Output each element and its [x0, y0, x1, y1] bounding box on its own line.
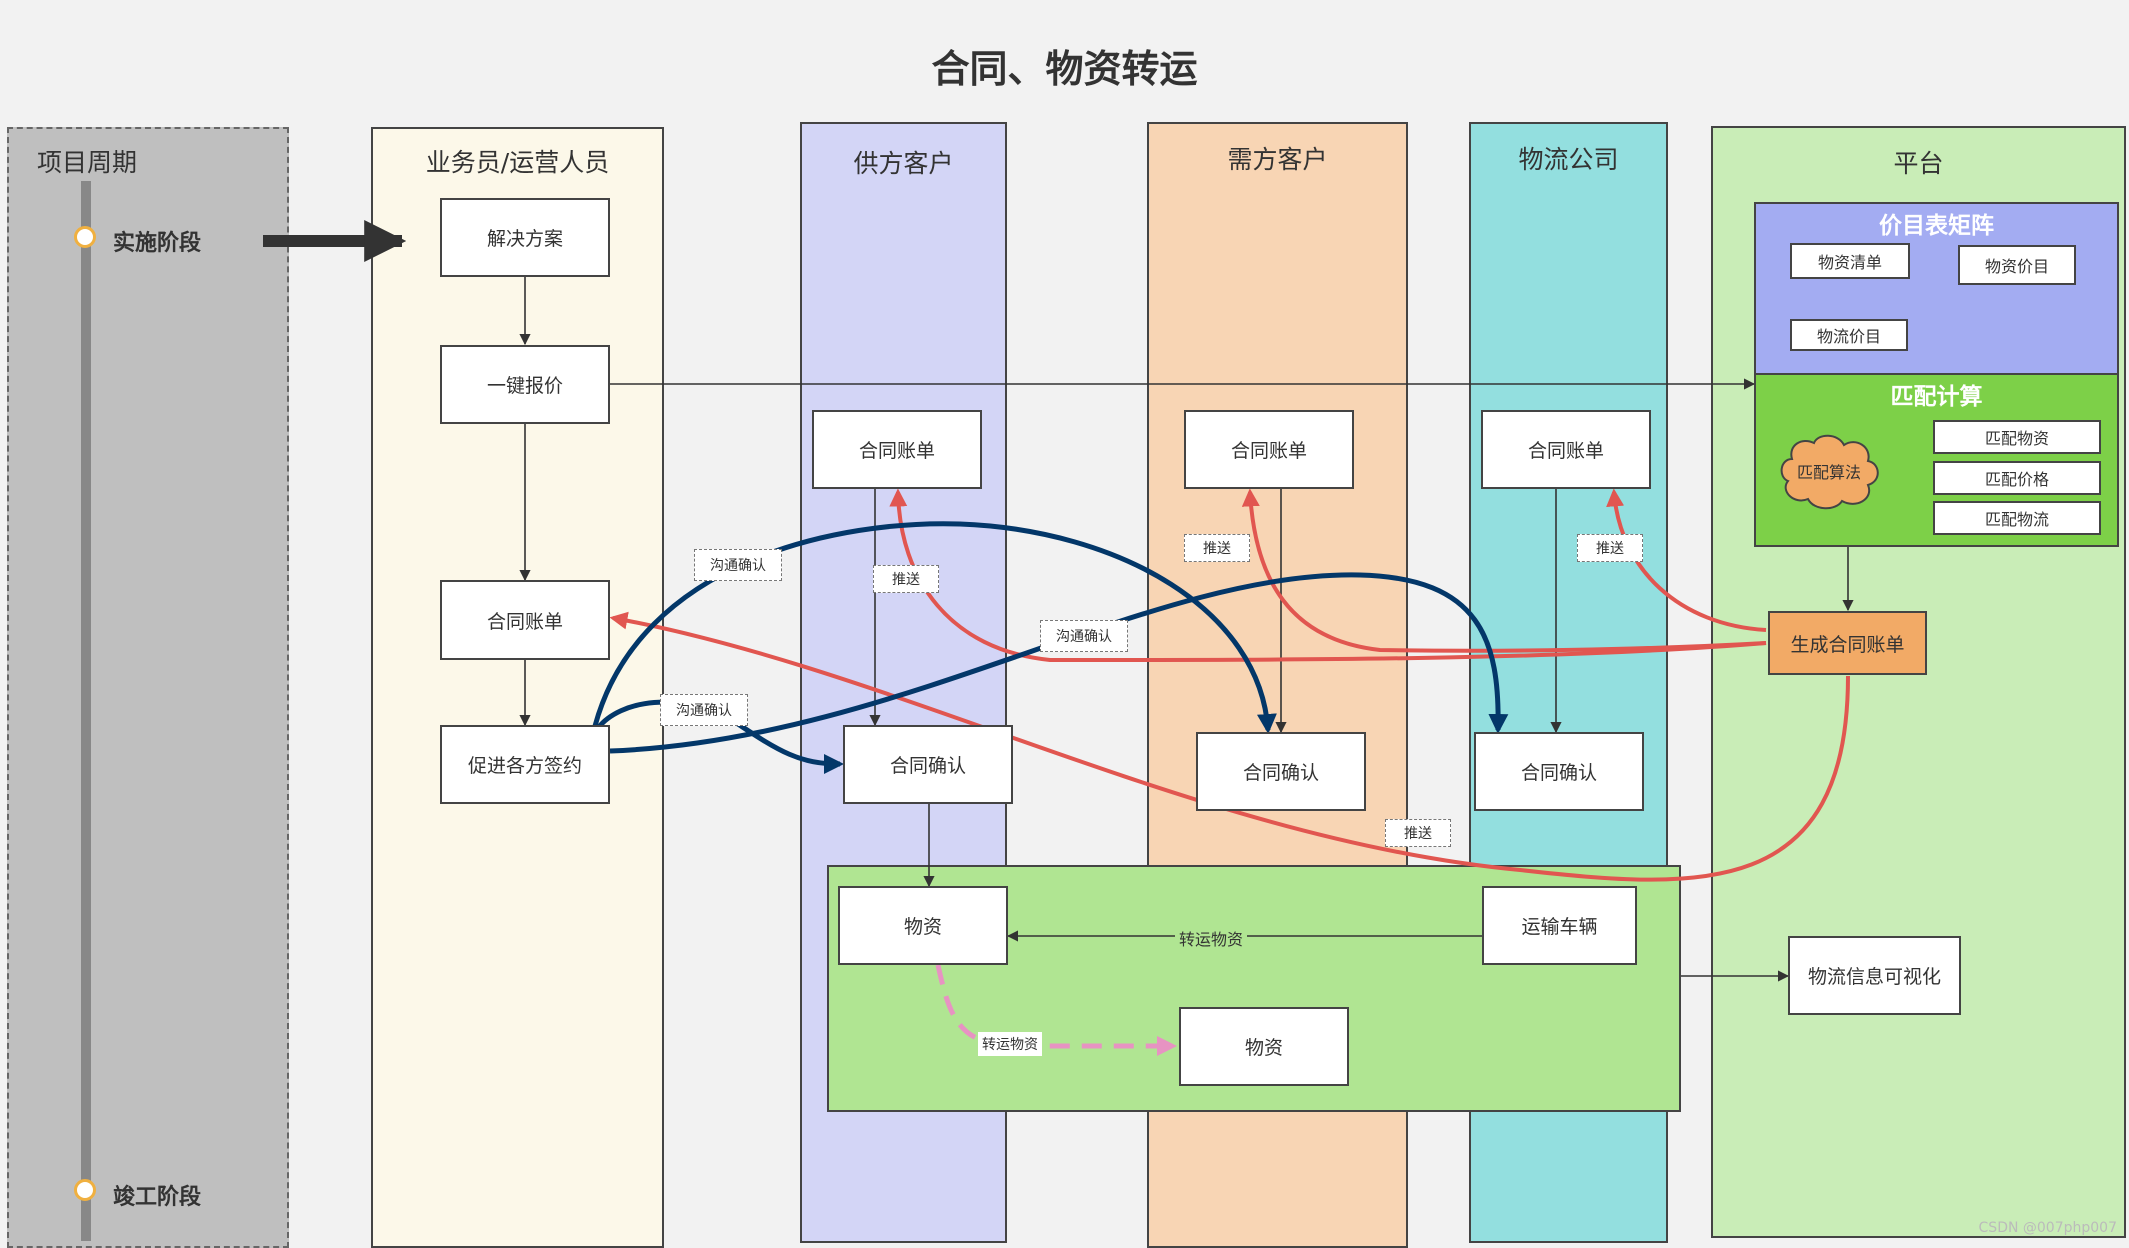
- solution-node: 解决方案: [440, 198, 610, 277]
- push-arrow-to-buyer: [1241, 488, 1767, 653]
- push-label-supplier: 推送: [873, 565, 939, 593]
- push-label-buyer: 推送: [1184, 534, 1250, 562]
- supplier-contract-confirm-node: 合同确认: [843, 725, 1013, 804]
- lifecycle-panel: 项目周期 实施阶段 竣工阶段: [7, 127, 289, 1248]
- push-arrow-to-sales: [609, 611, 1850, 882]
- communicate-arrow-to-logistics: [609, 572, 1509, 754]
- logistics-contract-confirm-node: 合同确认: [1474, 732, 1644, 811]
- material-list-box: 物资清单: [1790, 243, 1910, 279]
- price-matrix-panel: 价目表矩阵 物资清单 物资价目 物流价目: [1754, 202, 2119, 375]
- goods-node-1: 物资: [838, 886, 1008, 965]
- buyer-contract-confirm-node: 合同确认: [1196, 732, 1366, 811]
- logistics-contract-bill-node: 合同账单: [1481, 410, 1651, 489]
- transfer-goods-label-2: 转运物资: [978, 1032, 1042, 1056]
- supplier-contract-bill-node: 合同账单: [812, 410, 982, 489]
- watermark: CSDN @007php007: [1978, 1220, 2117, 1236]
- transfer-goods-label-1: 转运物资: [1175, 926, 1247, 950]
- lane-buyer-title: 需方客户: [1227, 145, 1328, 174]
- lane-salesperson-title: 业务员/运营人员: [425, 148, 610, 177]
- push-label-logistics: 推送: [1577, 534, 1643, 562]
- lane-logistics-title: 物流公司: [1518, 145, 1619, 174]
- price-matrix-title: 价目表矩阵: [1879, 213, 1994, 239]
- communicate-label-2: 沟通确认: [1040, 620, 1128, 652]
- lane-platform-title: 平台: [1893, 149, 1944, 178]
- match-material-box: 匹配物资: [1933, 420, 2101, 454]
- communicate-label-1: 沟通确认: [694, 549, 782, 581]
- match-price-box: 匹配价格: [1933, 461, 2101, 495]
- lane-supplier-title: 供方客户: [853, 149, 954, 178]
- communicate-arrow-to-buyer: [592, 521, 1277, 734]
- transport-vehicle-node: 运输车辆: [1482, 886, 1637, 965]
- phase-end-marker: [74, 1179, 96, 1201]
- transfer-goods-arrow: [935, 964, 1177, 1056]
- buyer-contract-bill-node: 合同账单: [1184, 410, 1354, 489]
- logistics-price-box: 物流价目: [1790, 319, 1908, 351]
- matching-algorithm-cloud: [1780, 434, 1879, 510]
- communicate-label-3: 沟通确认: [660, 694, 748, 726]
- push-arrow-to-logistics: [1606, 488, 1767, 632]
- sales-contract-bill-node: 合同账单: [440, 580, 610, 660]
- generate-contract-bill-node: 生成合同账单: [1768, 611, 1927, 675]
- matching-title: 匹配计算: [1890, 384, 1983, 410]
- one-click-quote-node: 一键报价: [440, 345, 610, 424]
- page-title: 合同、物资转运: [931, 47, 1198, 91]
- phase-start-label: 实施阶段: [113, 231, 202, 256]
- logistics-visualization-node: 物流信息可视化: [1788, 936, 1961, 1015]
- push-label-sales: 推送: [1385, 819, 1451, 847]
- lane-salesperson: 业务员/运营人员: [371, 127, 664, 1248]
- match-logistics-box: 匹配物流: [1933, 501, 2101, 535]
- material-price-box: 物资价目: [1958, 245, 2076, 285]
- lifecycle-title: 项目周期: [37, 148, 138, 177]
- matching-algorithm-label: 匹配算法: [1796, 463, 1861, 482]
- matching-panel: 匹配计算 匹配算法 匹配物资 匹配价格 匹配物流: [1754, 373, 2119, 547]
- phase-start-marker: [74, 226, 96, 248]
- phase-end-label: 竣工阶段: [113, 1185, 202, 1210]
- promote-signing-node: 促进各方签约: [440, 725, 610, 804]
- lifecycle-timeline-bar: [81, 181, 91, 1241]
- goods-node-2: 物资: [1179, 1007, 1349, 1086]
